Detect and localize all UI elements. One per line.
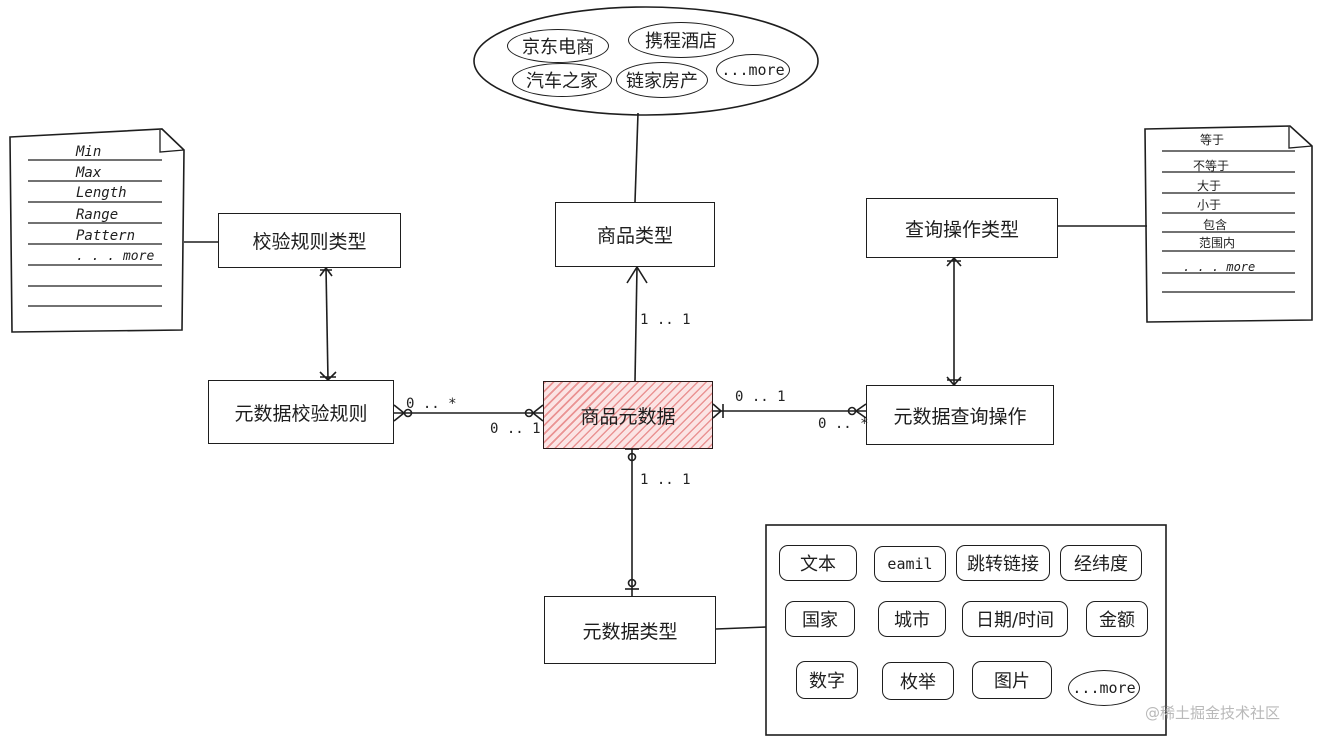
product-type-label: 商品类型	[596, 225, 673, 247]
data-type-datetime: 日期/时间	[962, 601, 1068, 637]
product-metadata-label: 商品元数据	[580, 405, 676, 428]
cardinality-right-center-side: 0 .. 1	[735, 389, 786, 405]
data-type-link: 跳转链接	[956, 545, 1050, 581]
data-type-text: 文本	[779, 545, 857, 581]
data-type-country: 国家	[785, 601, 855, 637]
cardinality-left-rule-side: 0 .. *	[406, 396, 457, 412]
query-op-item: 小于	[1197, 198, 1222, 212]
validation-rule-item: . . . more	[76, 249, 155, 264]
validation-rules-sheet	[9, 128, 185, 333]
validation-rule-item: Pattern	[76, 228, 136, 244]
meta-validation-rule-box: 元数据校验规则	[208, 380, 394, 444]
data-type-more: ...more	[1068, 670, 1140, 706]
validation-rule-type-label: 校验规则类型	[252, 231, 367, 253]
category-lianjia: 链家房产	[616, 62, 708, 98]
data-type-enum: 枚举	[882, 662, 954, 700]
validation-rule-item: Range	[76, 207, 119, 223]
meta-query-op-box: 元数据查询操作	[866, 385, 1054, 445]
data-type-amount: 金额	[1086, 601, 1148, 637]
data-type-email: eamil	[874, 546, 946, 582]
cardinality-center-to-type: 1 .. 1	[640, 312, 691, 328]
query-op-item: 范围内	[1199, 236, 1236, 250]
category-jd: 京东电商	[507, 29, 609, 63]
cardinality-down-center-side: 1 .. 1	[640, 472, 691, 488]
validation-rule-item: Length	[76, 185, 127, 201]
data-type-geo: 经纬度	[1060, 545, 1142, 581]
validation-rule-item: Max	[76, 165, 102, 181]
meta-query-op-label: 元数据查询操作	[893, 405, 1027, 428]
query-op-item: 大于	[1197, 179, 1222, 193]
query-op-item: 等于	[1200, 133, 1225, 147]
category-more: ...more	[716, 54, 790, 86]
query-op-item: 不等于	[1193, 159, 1230, 173]
product-type-box: 商品类型	[555, 202, 715, 267]
data-type-city: 城市	[878, 601, 946, 637]
query-op-item: 包含	[1203, 218, 1228, 232]
meta-data-type-label: 元数据类型	[582, 620, 678, 643]
data-type-number: 数字	[796, 661, 858, 699]
category-autohome: 汽车之家	[512, 63, 612, 97]
query-op-item: . . . more	[1183, 260, 1256, 274]
validation-rule-item: Min	[76, 144, 102, 160]
query-op-type-box: 查询操作类型	[866, 198, 1058, 258]
meta-validation-rule-label: 元数据校验规则	[234, 402, 368, 425]
meta-data-type-box: 元数据类型	[544, 596, 716, 664]
cardinality-right-query-side: 0 .. *	[818, 416, 869, 432]
query-op-type-label: 查询操作类型	[904, 218, 1019, 241]
validation-rule-type-box: 校验规则类型	[218, 213, 401, 268]
data-type-image: 图片	[972, 661, 1052, 699]
category-ctrip: 携程酒店	[628, 22, 734, 58]
cardinality-left-center-side: 0 .. 1	[490, 421, 541, 437]
product-metadata-box: 商品元数据	[543, 381, 713, 449]
watermark: @稀土掘金技术社区	[1145, 704, 1281, 722]
